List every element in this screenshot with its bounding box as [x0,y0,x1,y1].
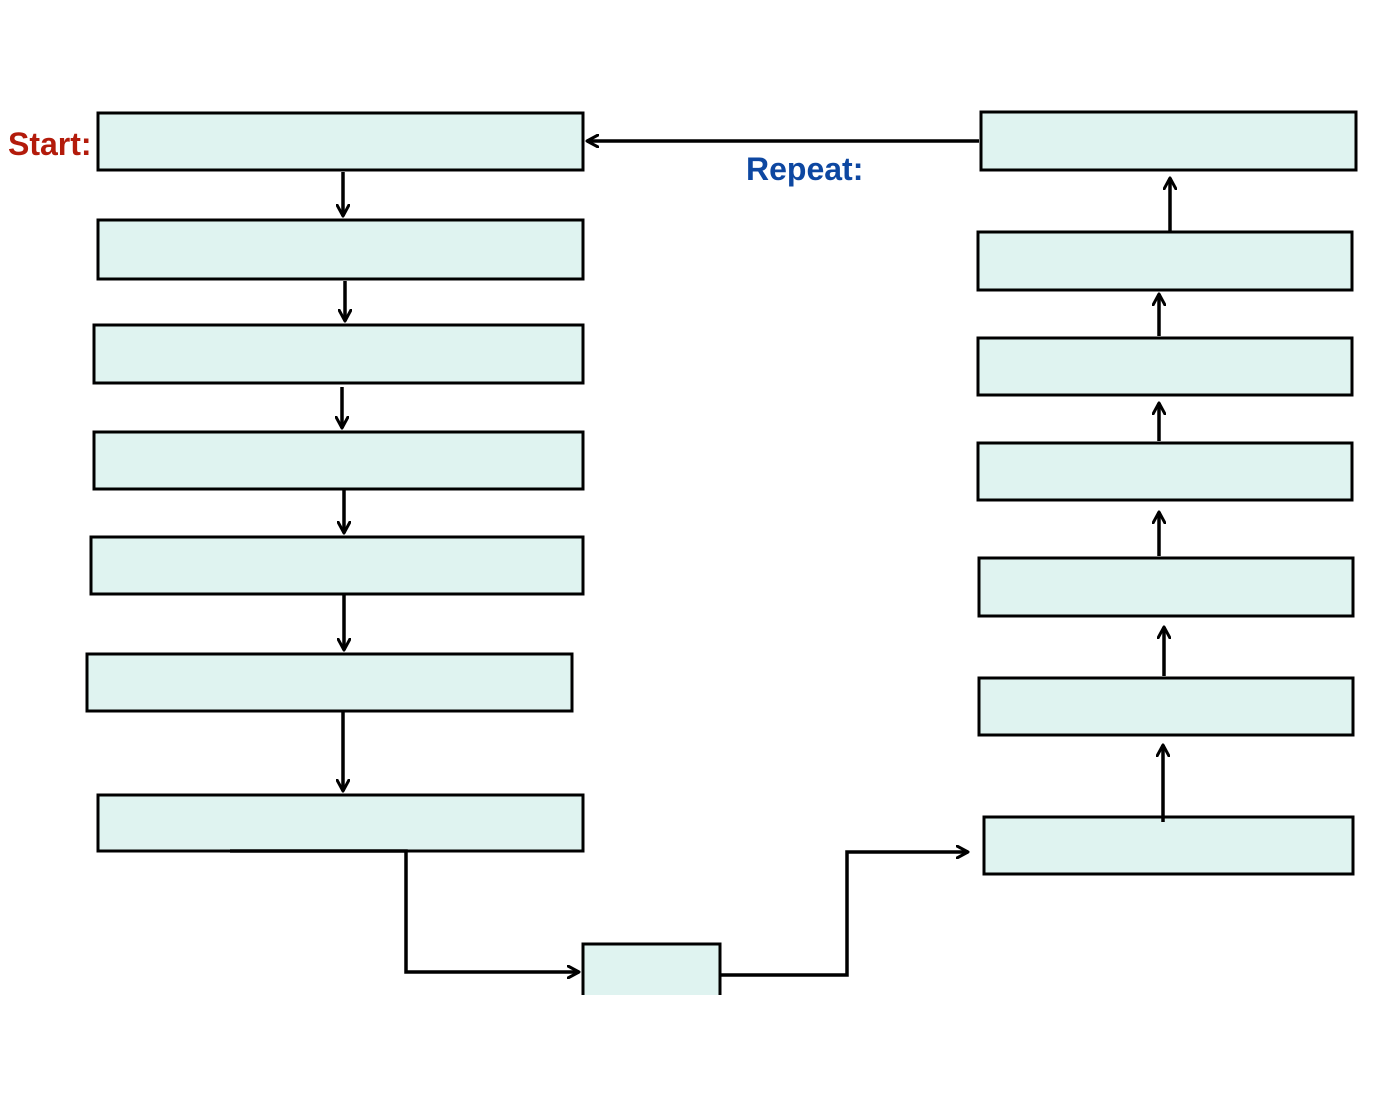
flow-box-bottom[interactable] [581,942,722,1000]
flow-box-left-5[interactable] [89,535,585,596]
connector-to-bottom [230,849,579,972]
connector-to-right [721,852,968,977]
flow-box-right-3[interactable] [976,336,1354,397]
flow-box-left-3[interactable] [92,323,585,385]
right-arrows [1159,178,1170,822]
start-label: Start: [8,126,92,162]
flow-box-right-1[interactable] [979,110,1358,172]
repeat-label: Repeat: [746,151,863,187]
right-column [976,110,1358,876]
flow-box-left-6[interactable] [85,652,574,713]
left-arrows [342,172,345,791]
flow-box-left-2[interactable] [96,218,585,281]
flow-box-left-1[interactable] [96,111,585,172]
flow-box-right-7[interactable] [982,815,1355,876]
flow-box-left-7[interactable] [96,793,585,853]
bottom-column [560,942,760,1015]
left-column [85,111,585,853]
flow-box-right-5[interactable] [977,556,1355,618]
flow-box-left-4[interactable] [92,430,585,491]
flow-box-right-6[interactable] [977,676,1355,737]
flow-box-right-2[interactable] [976,230,1354,292]
bottom-crop-mask [560,995,760,1015]
flow-box-right-4[interactable] [976,441,1354,502]
